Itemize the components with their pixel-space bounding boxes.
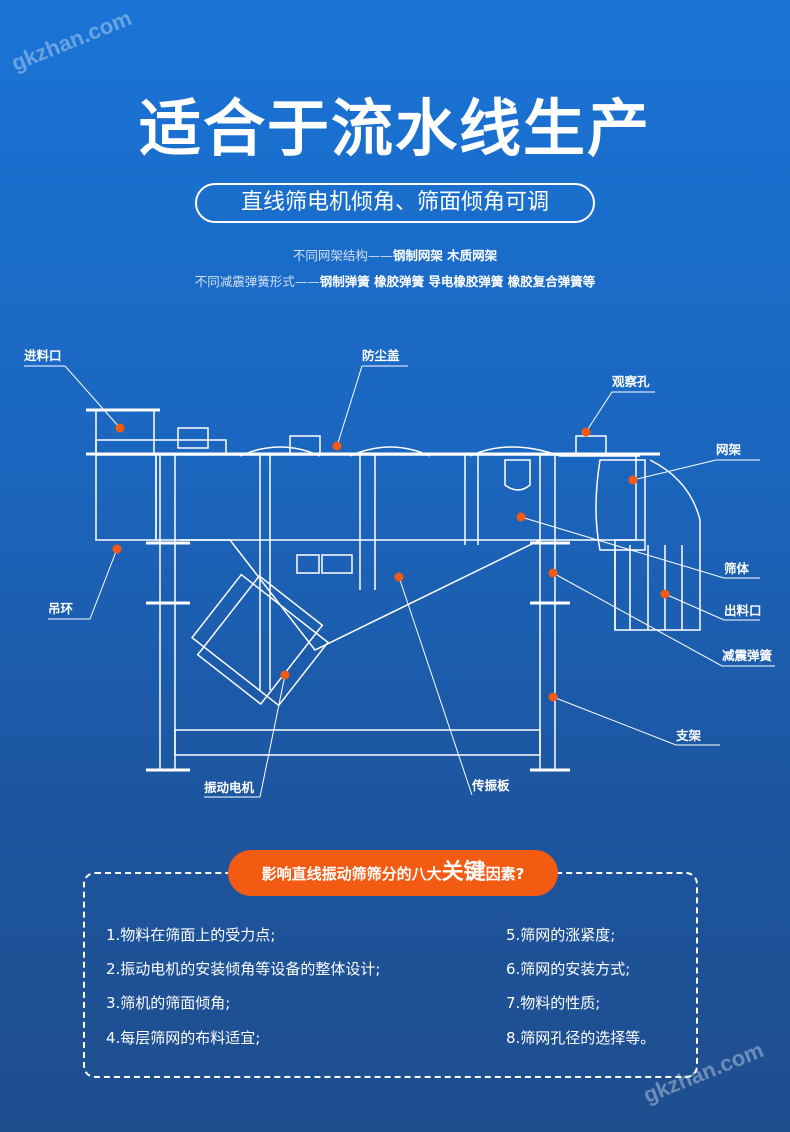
label-inlet: 进料口 bbox=[24, 348, 62, 363]
label-screen-frame: 网架 bbox=[716, 442, 742, 457]
label-damping-spring: 减震弹簧 bbox=[722, 648, 773, 663]
factor-item: 3.筛机的筛面倾角; bbox=[106, 994, 231, 1012]
heading-key: 关键 bbox=[441, 860, 486, 885]
subtitle-pill: 直线筛电机倾角、筛面倾角可调 bbox=[195, 183, 595, 223]
label-screen-body: 筛体 bbox=[724, 561, 750, 576]
factor-item: 7.物料的性质; bbox=[506, 994, 601, 1012]
factor-item: 4.每层筛网的布料适宜; bbox=[106, 1029, 261, 1047]
frame-structures-line: 不同网架结构——钢制网架 木质网架 bbox=[0, 245, 790, 264]
factor-item: 5.筛网的涨紧度; bbox=[506, 926, 616, 944]
spring-label: 不同减震弹簧形式—— bbox=[194, 274, 320, 289]
label-lifting-ring: 吊环 bbox=[48, 601, 74, 616]
label-support: 支架 bbox=[676, 728, 702, 743]
machine-drawing bbox=[86, 408, 701, 772]
frame-label: 不同网架结构—— bbox=[292, 248, 393, 263]
frame-values: 钢制网架 木质网架 bbox=[392, 248, 498, 263]
leader-lines bbox=[24, 365, 775, 798]
marker-dots bbox=[112, 423, 670, 702]
factor-item: 6.筛网的安装方式; bbox=[506, 960, 631, 978]
heading-post: 因素? bbox=[485, 865, 525, 883]
spring-types-line: 不同减震弹簧形式——钢制弹簧 橡胶弹簧 导电橡胶弹簧 橡胶复合弹簧等 bbox=[0, 271, 790, 290]
label-observation-hole: 观察孔 bbox=[612, 374, 650, 389]
label-transmission-plate: 传振板 bbox=[472, 778, 510, 793]
label-outlet: 出料口 bbox=[724, 603, 762, 618]
spring-values: 钢制弹簧 橡胶弹簧 导电橡胶弹簧 橡胶复合弹簧等 bbox=[319, 274, 596, 289]
factor-item: 8.筛网孔径的选择等。 bbox=[506, 1029, 656, 1047]
label-vibration-motor: 振动电机 bbox=[204, 780, 255, 795]
label-dust-cover: 防尘盖 bbox=[362, 348, 400, 363]
factors-heading: 影响直线振动筛筛分的八大关键因素? bbox=[228, 850, 558, 896]
sieve-diagram bbox=[24, 365, 775, 798]
factor-item: 2.振动电机的安装倾角等设备的整体设计; bbox=[106, 960, 381, 978]
factor-item: 1.物料在筛面上的受力点; bbox=[106, 926, 276, 944]
heading-pre: 影响直线振动筛筛分的八大 bbox=[261, 865, 442, 883]
page-title: 适合于流水线生产 bbox=[138, 92, 651, 165]
watermark: gkzhan.com bbox=[7, 5, 136, 76]
